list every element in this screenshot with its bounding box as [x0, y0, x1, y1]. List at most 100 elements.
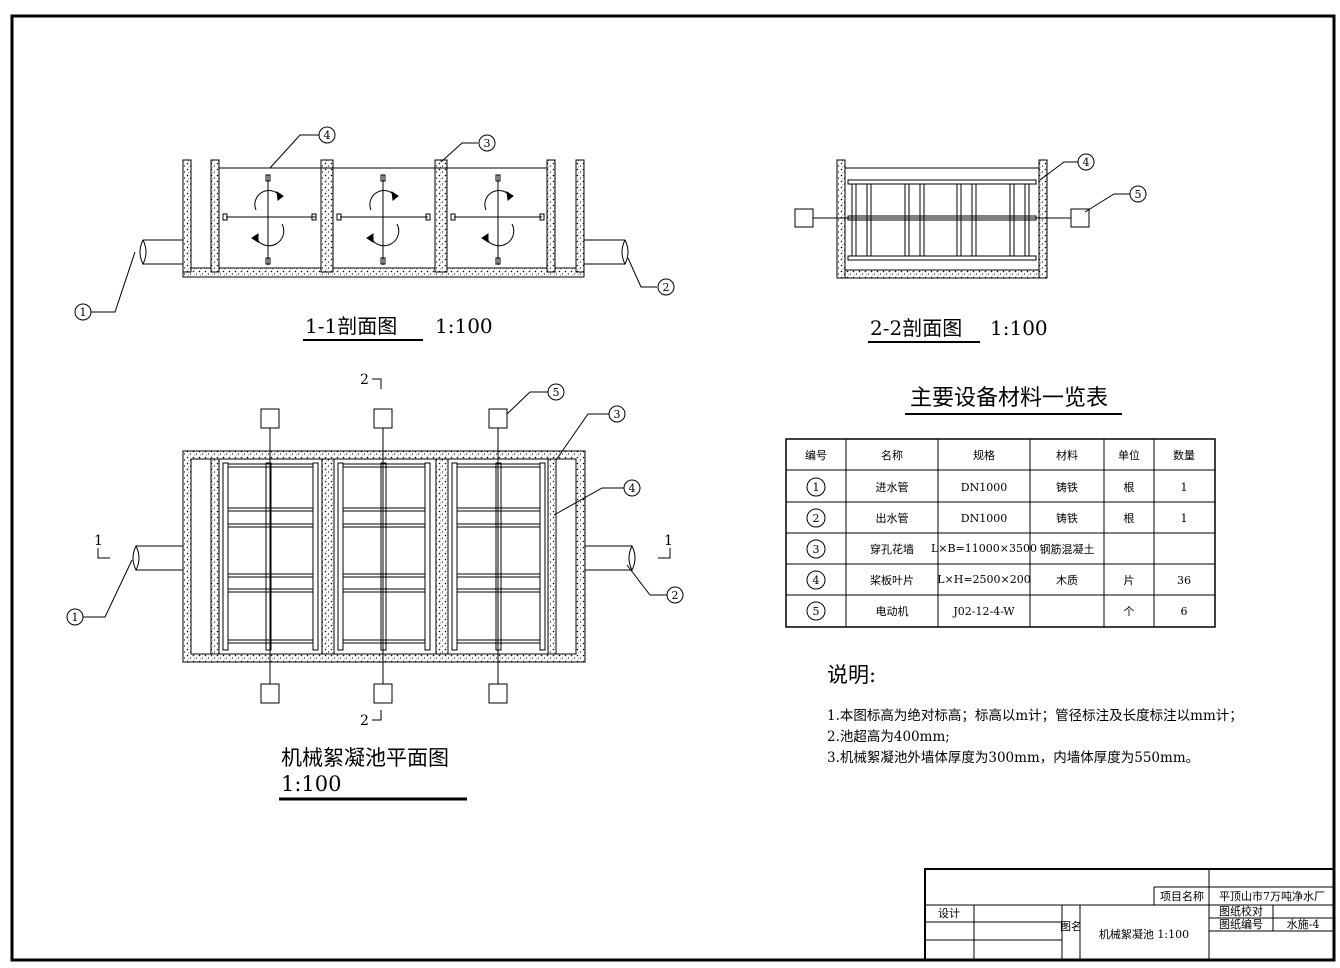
- table-cell: 个: [1124, 605, 1135, 618]
- table-cell: J02-12-4-W: [952, 605, 1015, 618]
- callout-circle: [666, 586, 684, 604]
- table-cell: 5: [813, 605, 820, 618]
- row-number-circle: [806, 601, 826, 621]
- table-cell: L×H=2500×200: [937, 573, 1031, 586]
- paddle-frame: [813, 179, 1071, 261]
- drawing-frame: [10, 14, 1336, 962]
- row-number-circle: [806, 508, 826, 528]
- outlet-pipe: [584, 239, 629, 266]
- cut-mark-1-left: [97, 548, 110, 559]
- inlet-pipe: [139, 239, 183, 266]
- callout-number: 1: [80, 306, 87, 319]
- section-2-2-scale: 1:100: [990, 316, 1048, 340]
- table-cell: DN1000: [961, 512, 1007, 525]
- leader-line: [269, 134, 319, 169]
- project-label: 项目名称: [1160, 889, 1204, 903]
- callout-number: 5: [553, 386, 560, 399]
- note-line: 1.本图标高为绝对标高；标高以m计；管径标注及长度标注以mm计；: [827, 707, 1243, 724]
- callout-number: 4: [324, 129, 331, 142]
- table-title: 主要设备材料一览表: [910, 386, 1108, 411]
- callout-circle: [608, 405, 626, 423]
- table-cell: 根: [1124, 480, 1135, 494]
- check-label: 图纸校对: [1219, 904, 1263, 918]
- motor-box: [260, 408, 280, 429]
- callout-circle: [318, 126, 336, 144]
- cut-mark-2-bottom: [372, 710, 382, 721]
- callout-number: 3: [614, 408, 621, 421]
- table-cell: 36: [1177, 574, 1191, 587]
- number-label: 图纸编号: [1219, 917, 1263, 931]
- mixer-3: [450, 174, 545, 265]
- section-1-1-wall: [320, 159, 334, 273]
- table-cell: 1: [813, 481, 820, 494]
- mixer-2: [336, 174, 431, 265]
- leader-line: [1084, 193, 1130, 213]
- section-1-1-wall: [182, 159, 192, 273]
- table-cell: 电动机: [876, 604, 909, 618]
- cut-label-1-right: 1: [664, 533, 673, 549]
- drawing-label-text: 图名: [1060, 919, 1082, 933]
- callout-number: 4: [629, 482, 636, 495]
- table-cell: 进水管: [876, 480, 909, 494]
- motor-box: [260, 683, 280, 704]
- leader-line: [83, 559, 133, 618]
- section-2-2-wall: [836, 159, 846, 279]
- leader-line: [626, 564, 667, 596]
- callout-circle: [623, 479, 641, 497]
- section-1-1-wall: [434, 159, 448, 273]
- plan-perforated-wall: [547, 458, 557, 655]
- plan-perforated-wall: [210, 458, 220, 655]
- note-line: 3.机械絮凝池外墙体厚度为300mm，内墙体厚度为550mm。: [827, 749, 1199, 766]
- leader-line: [506, 391, 548, 415]
- callout-circle: [66, 608, 84, 626]
- table-header: 数量: [1173, 449, 1195, 462]
- leader-line: [627, 257, 657, 288]
- callout-circle: [547, 383, 565, 401]
- row-number-circle: [806, 570, 826, 590]
- section-1-1-wall: [210, 159, 220, 273]
- table-cell: 木质: [1056, 574, 1078, 587]
- table-header: 单位: [1118, 448, 1140, 462]
- plan-divider-wall: [435, 458, 449, 655]
- drawing-label: 图名: [1060, 919, 1082, 933]
- outlet-pipe: [585, 545, 636, 572]
- section-1-1-wall: [575, 159, 585, 273]
- leader-line: [440, 142, 478, 163]
- title-block: [924, 868, 1335, 961]
- plan-divider-wall: [321, 458, 335, 655]
- row-number-circle: [806, 539, 826, 559]
- inlet-pipe: [132, 545, 183, 572]
- section-1-1-floor: [182, 267, 585, 278]
- leader-line: [91, 251, 136, 313]
- drawing-name: 机械絮凝池 1:100: [1099, 927, 1189, 941]
- callout-number: 3: [484, 137, 491, 150]
- table-header: 名称: [881, 448, 903, 462]
- section-2-2-wall: [1038, 159, 1048, 279]
- motor-box: [488, 683, 508, 704]
- section-1-1: 1 2 4 3 1-1剖面图 1:100: [74, 126, 675, 341]
- note-line: 2.池超高为400mm;: [827, 728, 950, 745]
- section-2-2: 4 5 2-2剖面图 1:100: [794, 153, 1147, 343]
- section-1-1-wall: [546, 159, 556, 273]
- table-cell: DN1000: [961, 481, 1007, 494]
- table-cell: 根: [1124, 511, 1135, 525]
- cut-label-1-left: 1: [94, 533, 103, 549]
- table-cell: 铸铁: [1056, 511, 1078, 525]
- callout-circle: [478, 134, 496, 152]
- table-cell: 片: [1124, 574, 1135, 587]
- table-cell: 1: [1181, 512, 1188, 525]
- table-cell: 2: [813, 512, 820, 525]
- section-2-2-title: 2-2剖面图: [870, 316, 962, 340]
- callout-number: 2: [672, 589, 679, 602]
- section-1-1-scale: 1:100: [435, 314, 493, 338]
- table-header: 编号: [805, 448, 827, 462]
- motor-shafts: [269, 428, 499, 684]
- table-cell: 3: [813, 543, 820, 556]
- design-label: 设计: [938, 907, 960, 920]
- notes-heading: 说明:: [827, 663, 876, 687]
- leader-line: [553, 487, 624, 516]
- callout-number: 1: [72, 611, 79, 624]
- leader-line: [555, 413, 609, 461]
- table-header: 材料: [1056, 448, 1078, 462]
